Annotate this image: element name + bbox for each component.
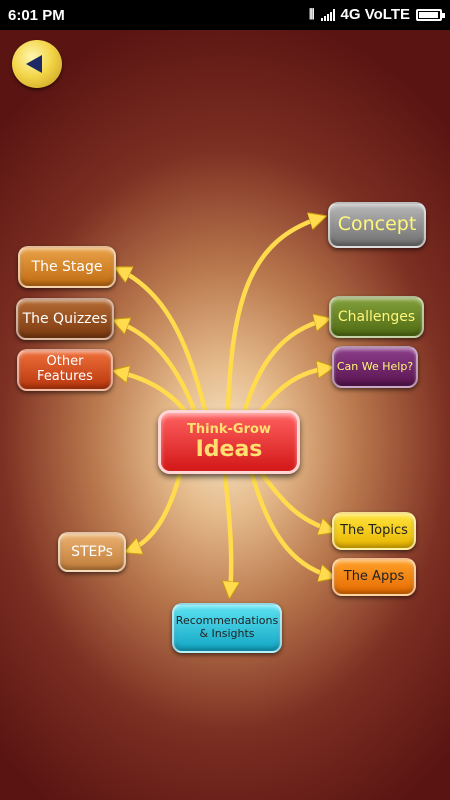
arrow-to-concept (225, 218, 320, 413)
arrow-to-can-we-help (257, 368, 328, 415)
node-the-stage[interactable]: The Stage (18, 246, 116, 288)
center-node-line1: Think-Grow (187, 422, 271, 437)
arrow-to-the-topics (259, 471, 330, 530)
node-the-quizzes[interactable]: The Quizzes (16, 298, 114, 340)
node-recommendations-line2: & Insights (199, 627, 255, 640)
arrow-to-the-apps (249, 471, 330, 576)
network-label: 4G VoLTE (340, 6, 410, 23)
back-arrow-icon (26, 55, 42, 73)
arrow-to-steps (130, 471, 183, 550)
arrow-to-the-stage (120, 270, 208, 413)
center-node-think-grow-ideas[interactable]: Think-Grow Ideas (158, 410, 300, 474)
node-recommendations-insights[interactable]: Recommendations & Insights (172, 603, 282, 653)
node-recommendations-line1: Recommendations (175, 614, 279, 628)
node-can-we-help-label: Can We Help? (336, 359, 414, 373)
vibrate-icon: ⫼ (309, 7, 315, 21)
arrow-to-the-quizzes (118, 322, 198, 415)
arrow-to-challenges (242, 320, 325, 413)
back-button[interactable] (12, 40, 62, 88)
node-concept[interactable]: Concept (328, 202, 426, 248)
battery-fill (419, 11, 438, 18)
battery-icon (416, 8, 445, 21)
center-node-line2: Ideas (195, 437, 263, 462)
node-steps[interactable]: STEPs (58, 532, 126, 572)
node-the-topics-label: The Topics (340, 522, 408, 538)
node-other-features-line1: Other (46, 354, 84, 370)
arrow-to-other-features (118, 372, 191, 418)
node-other-features-line2: Features (37, 369, 93, 384)
node-other-features[interactable]: Other Features (17, 349, 113, 391)
node-challenges-label: Challenges (337, 308, 416, 325)
node-challenges[interactable]: Challenges (329, 296, 424, 338)
node-steps-label: STEPs (71, 543, 113, 560)
node-can-we-help[interactable]: Can We Help? (332, 346, 418, 388)
node-the-quizzes-label: The Quizzes (22, 310, 108, 327)
arrow-to-recommendations (225, 471, 231, 592)
node-concept-label: Concept (337, 213, 417, 236)
signal-icon (320, 8, 335, 21)
node-the-apps[interactable]: The Apps (332, 558, 416, 596)
status-time: 6:01 PM (8, 7, 65, 24)
node-the-apps-label: The Apps (343, 568, 405, 584)
status-bar: 6:01 PM ⫼ 4G VoLTE (0, 0, 450, 30)
node-the-topics[interactable]: The Topics (332, 512, 416, 550)
node-the-stage-label: The Stage (31, 258, 103, 275)
status-icons: ⫼ 4G VoLTE (309, 6, 445, 23)
